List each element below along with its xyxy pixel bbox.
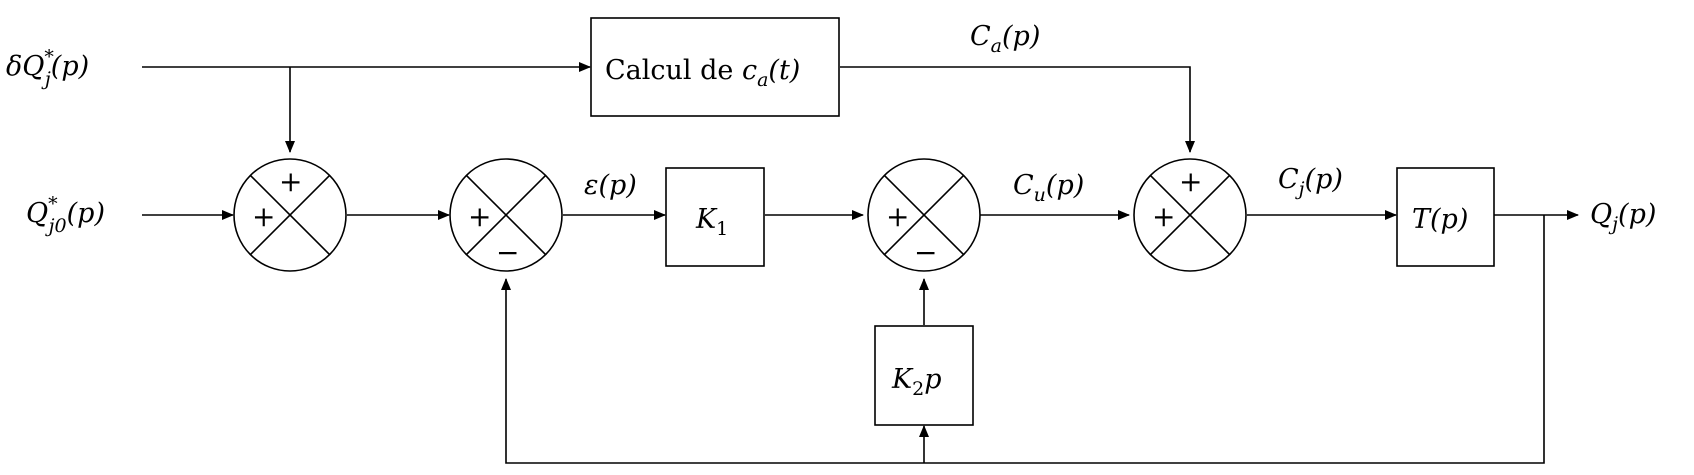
label-cu: Cu(p) xyxy=(1013,170,1084,206)
label-epsilon: ε(p) xyxy=(584,170,637,201)
summing-junction-1: + + xyxy=(233,158,347,272)
sum1-sign-left: + xyxy=(252,200,275,233)
label-cj: Cj(p) xyxy=(1278,164,1343,200)
summing-junction-4: + + xyxy=(1133,158,1247,272)
block-calcul: Calcul de ca(t) xyxy=(590,17,840,117)
label-qj0-star: Q*j0(p) xyxy=(26,193,105,237)
sum3-sign-bottom: − xyxy=(914,236,937,269)
block-t-label: T(p) xyxy=(1412,204,1468,235)
summing-junction-2: + − xyxy=(449,158,563,272)
signal-wires xyxy=(142,62,1579,464)
wire-feedback-to-sum2 xyxy=(501,215,1545,464)
sum4-sign-top: + xyxy=(1179,165,1202,198)
block-k2p-label: K2p xyxy=(891,364,942,400)
label-ca: Ca(p) xyxy=(970,21,1040,57)
block-k2p: K2p xyxy=(874,325,974,426)
block-k1-label: K1 xyxy=(695,204,728,240)
sum2-sign-bottom: − xyxy=(496,236,519,269)
wire-calc-to-sum4 xyxy=(840,66,1195,153)
block-k1: K1 xyxy=(665,167,765,267)
sum1-sign-top: + xyxy=(279,165,302,198)
summing-junction-3: + − xyxy=(867,158,981,272)
label-qj-output: Qj(p) xyxy=(1590,199,1656,235)
block-calcul-label: Calcul de ca(t) xyxy=(605,55,800,91)
sum4-sign-left: + xyxy=(1152,200,1175,233)
label-delta-qj-star: δQ*j(p) xyxy=(6,46,89,90)
sum2-sign-left: + xyxy=(468,200,491,233)
sum3-sign-left: + xyxy=(886,200,909,233)
block-t: T(p) xyxy=(1396,167,1495,267)
